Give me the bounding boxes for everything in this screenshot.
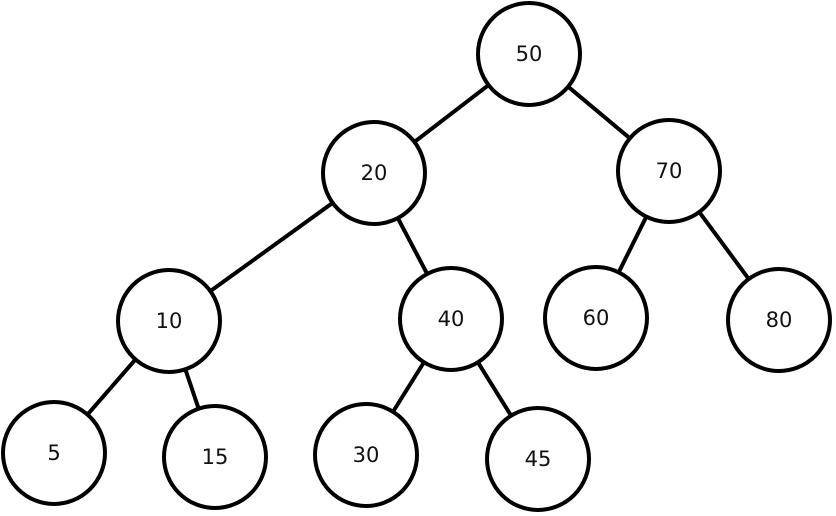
tree-edges xyxy=(85,83,751,418)
node-label: 20 xyxy=(361,161,388,185)
edge-40-45 xyxy=(475,360,514,418)
edge-20-10 xyxy=(208,200,335,294)
node-circle xyxy=(321,120,427,226)
tree-node-80: 80 xyxy=(726,267,832,373)
tree-node-10: 10 xyxy=(116,268,222,374)
edge-50-20 xyxy=(412,83,491,144)
node-circle xyxy=(485,406,591,512)
edge-70-80 xyxy=(697,210,751,281)
node-label: 50 xyxy=(516,42,543,66)
tree-node-20: 20 xyxy=(321,120,427,226)
tree-node-15: 15 xyxy=(162,404,268,510)
tree-node-45: 45 xyxy=(485,406,591,512)
node-label: 40 xyxy=(438,307,465,331)
edge-20-40 xyxy=(395,216,430,276)
edge-10-15 xyxy=(183,367,201,411)
edge-10-5 xyxy=(85,357,138,417)
node-circle xyxy=(398,266,504,372)
node-circle xyxy=(476,1,582,107)
tree-node-70: 70 xyxy=(616,118,722,224)
node-label: 15 xyxy=(202,445,229,469)
tree-node-50: 50 xyxy=(476,1,582,107)
tree-node-60: 60 xyxy=(543,265,649,371)
edge-70-60 xyxy=(616,214,649,275)
node-label: 60 xyxy=(583,306,610,330)
node-circle xyxy=(616,118,722,224)
node-circle xyxy=(313,402,419,508)
tree-node-5: 5 xyxy=(1,400,107,506)
node-circle xyxy=(726,267,832,373)
node-label: 45 xyxy=(525,447,552,471)
node-circle xyxy=(543,265,649,371)
node-label: 80 xyxy=(766,308,793,332)
tree-node-40: 40 xyxy=(398,266,504,372)
edge-50-70 xyxy=(566,84,632,141)
node-label: 70 xyxy=(656,159,683,183)
node-label: 5 xyxy=(47,441,60,465)
node-circle xyxy=(116,268,222,374)
node-label: 10 xyxy=(156,309,183,333)
node-circle xyxy=(1,400,107,506)
tree-node-30: 30 xyxy=(313,402,419,508)
edge-40-30 xyxy=(391,360,426,414)
node-circle xyxy=(162,404,268,510)
node-label: 30 xyxy=(353,443,380,467)
